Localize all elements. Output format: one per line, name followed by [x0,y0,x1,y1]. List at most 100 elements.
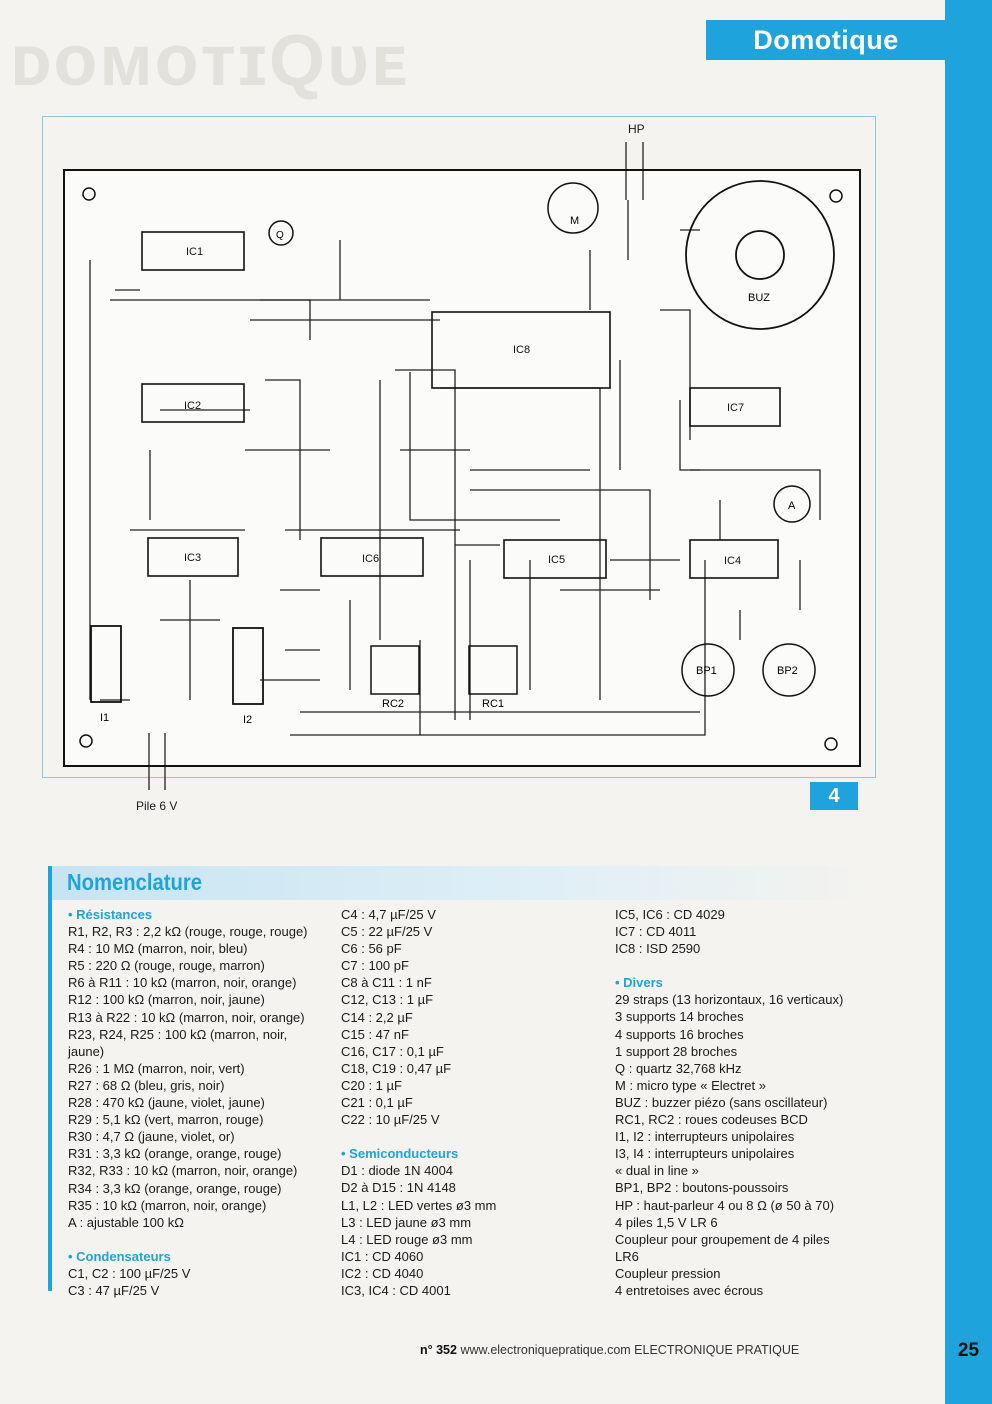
part-line: 4 entretoises avec écrous [615,1282,764,1298]
part-line: C4 : 4,7 µF/25 V [341,907,436,922]
spacer [68,1231,336,1248]
quartz-label: Q [276,230,284,241]
part-line: C7 : 100 pF [341,958,409,974]
section-heading: • Condensateurs [68,1248,171,1264]
part-line: R6 à R11 : 10 kΩ (marron, noir, orange) [68,975,297,991]
part-line: R4 : 10 MΩ (marron, noir, bleu) [68,941,248,957]
part-line: C12, C13 : 1 µF [341,992,434,1008]
part-line: I3, I4 : interrupteurs unipolaires [615,1146,795,1162]
part-line: R32, R33 : 10 kΩ (marron, noir, orange) [68,1163,298,1179]
part-line: IC3, IC4 : CD 4001 [341,1282,451,1298]
ic-outlines [141,231,781,579]
part-line: R26 : 1 MΩ (marron, noir, vert) [68,1060,245,1076]
quartz [268,220,294,246]
bp1-label: BP1 [696,665,717,677]
part-line: IC2 : CD 4040 [341,1265,424,1281]
part-line: R23, R24, R25 : 100 kΩ (marron, noir, [68,1026,288,1042]
part-line: I1, I2 : interrupteurs unipolaires [615,1129,795,1145]
part-line: R31 : 3,3 kΩ (orange, orange, rouge) [68,1146,282,1162]
part-line: R30 : 4,7 Ω (jaune, violet, or) [68,1129,235,1145]
part-line: « dual in line » [615,1163,699,1179]
figure-frame [42,116,876,778]
switches-i1-i2 [90,625,264,705]
bp2-label: BP2 [777,665,798,677]
ic1-label: IC1 [186,246,203,258]
site-url: www.electroniquepratique.com [460,1343,631,1357]
part-line: R1, R2, R3 : 2,2 kΩ (rouge, rouge, rouge… [68,924,308,940]
part-line: Q : quartz 32,768 kHz [615,1060,742,1076]
ic6-label: IC6 [362,553,379,565]
section-heading: • Divers [615,975,663,991]
part-line: IC7 : CD 4011 [615,924,697,940]
part-line: R13 à R22 : 10 kΩ (marron, noir, orange) [68,1009,305,1025]
part-line: 1 support 28 broches [615,1043,738,1059]
rc2-label: RC2 [382,698,404,710]
part-line: L1, L2 : LED vertes ø3 mm [341,1197,497,1213]
ic5-label: IC5 [548,554,565,566]
rc1-label: RC1 [482,698,504,710]
ic3-label: IC3 [184,552,201,564]
part-line: BP1, BP2 : boutons-poussoirs [615,1180,789,1196]
page-footer: n° 352 www.electroniquepratique.com ELEC… [420,1343,799,1357]
part-line: D2 à D15 : 1N 4148 [341,1180,456,1196]
part-line: RC1, RC2 : roues codeuses BCD [615,1112,808,1128]
part-line: C22 : 10 µF/25 V [341,1112,440,1128]
spacer [615,957,915,974]
part-line: C16, C17 : 0,1 µF [341,1043,444,1059]
buzzer [685,180,835,330]
part-line: C8 à C11 : 1 nF [341,975,432,991]
mounting-holes [79,187,843,751]
ic8-label: IC8 [513,344,530,356]
pushbuttons [681,643,816,697]
nomenclature-header-band [48,866,870,900]
trimmer-label: A [788,500,796,512]
microphone [547,182,599,234]
part-line: IC1 : CD 4060 [341,1248,424,1264]
part-line: L3 : LED jaune ø3 mm [341,1214,472,1230]
part-line: L4 : LED rouge ø3 mm [341,1231,473,1247]
trimmer-a [773,485,811,523]
section-header: Domotique [706,20,946,60]
part-line: C1, C2 : 100 µF/25 V [68,1265,191,1281]
part-line: R35 : 10 kΩ (marron, noir, orange) [68,1197,267,1213]
nomenclature-title: Nomenclature [67,869,202,895]
part-line: C3 : 47 µF/25 V [68,1282,160,1298]
figure-number: 4 [810,782,858,810]
part-line: R28 : 470 kΩ (jaune, violet, jaune) [68,1095,265,1111]
i2-label: I2 [243,714,252,726]
i1-label: I1 [100,712,109,724]
hp-label: HP [628,122,645,136]
part-line: C20 : 1 µF [341,1077,402,1093]
part-line: 29 straps (13 horizontaux, 16 verticaux) [615,992,844,1008]
part-line: R29 : 5,1 kΩ (vert, marron, rouge) [68,1112,264,1128]
part-line: Coupleur pour groupement de 4 piles [615,1231,830,1247]
pcb-board [63,169,861,767]
ic-labels: IC1 IC2 IC3 IC6 IC5 IC4 IC7 IC8 [184,246,744,567]
issue-number: n° 352 [420,1343,457,1357]
part-line: Coupleur pression [615,1265,721,1281]
bcd-wheels [370,645,518,695]
part-line: 3 supports 14 broches [615,1009,744,1025]
page-edge-band [945,0,992,1404]
part-line: C18, C19 : 0,47 µF [341,1060,452,1076]
nomenclature-side-bar [48,866,52,1291]
part-line: M : micro type « Electret » [615,1077,766,1093]
magazine-name: ELECTRONIQUE PRATIQUE [634,1343,800,1357]
part-line: BUZ : buzzer piézo (sans oscillateur) [615,1094,828,1110]
part-line: R12 : 100 kΩ (marron, noir, jaune) [68,992,265,1008]
part-line: C15 : 47 nF [341,1026,409,1042]
part-line: R34 : 3,3 kΩ (orange, orange, rouge) [68,1180,282,1196]
section-heading: • Résistances [68,907,153,922]
part-line: C14 : 2,2 µF [341,1009,413,1025]
ic4-label: IC4 [724,555,741,567]
part-line: 4 piles 1,5 V LR 6 [615,1214,718,1230]
part-line: R27 : 68 Ω (bleu, gris, noir) [68,1077,225,1093]
ic7-label: IC7 [727,402,744,414]
part-line: HP : haut-parleur 4 ou 8 Ω (ø 50 à 70) [615,1197,835,1213]
section-heading: • Semiconducteurs [341,1146,459,1162]
part-line: A : ajustable 100 kΩ [68,1214,184,1230]
part-line: D1 : diode 1N 4004 [341,1163,454,1179]
